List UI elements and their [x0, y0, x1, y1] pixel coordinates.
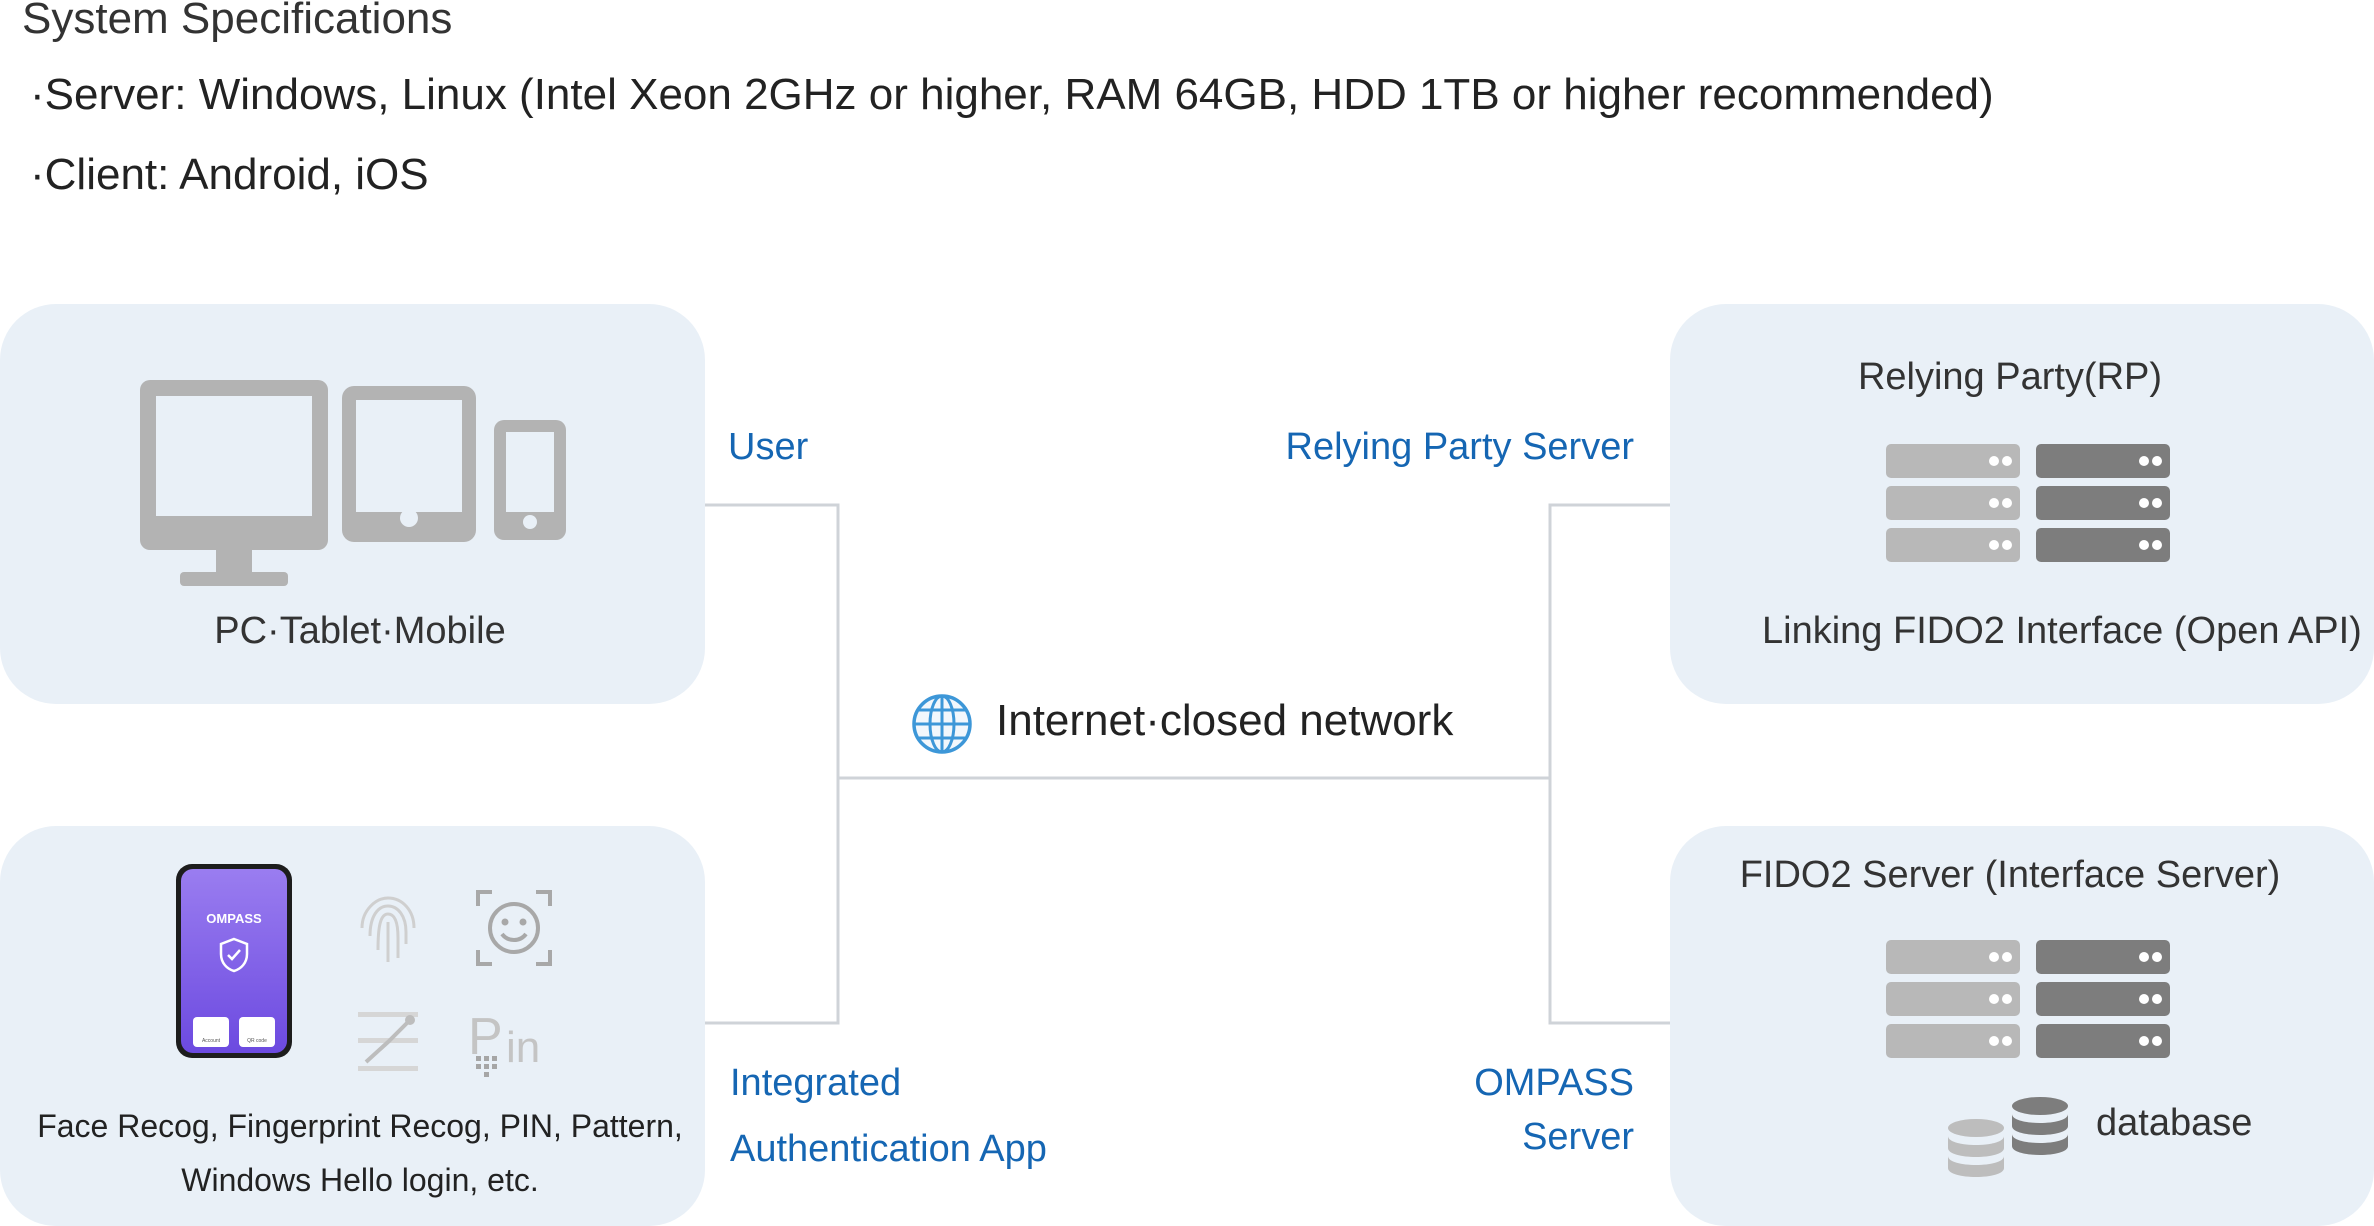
fido2-title: FIDO2 Server (Interface Server): [1739, 854, 2281, 896]
devices-icon: [140, 380, 566, 586]
label-integrated-line2: Authentication App: [730, 1128, 1047, 1170]
fingerprint-icon: [360, 896, 416, 962]
auth-caption-line2: Windows Hello login, etc.: [181, 1162, 539, 1198]
qr-code-tile: QR code: [239, 1017, 275, 1047]
label-ompass-line2: Server: [1522, 1116, 1634, 1158]
label-user: User: [728, 426, 809, 468]
specs-title: System Specifications: [22, 0, 453, 43]
rp-title: Relying Party(RP): [1857, 356, 2163, 398]
database-label: database: [2096, 1102, 2253, 1144]
shield-icon: [219, 937, 249, 973]
svg-text:in: in: [506, 1023, 540, 1072]
phone-screen: OMPASS Account QR code: [181, 869, 287, 1053]
auth-caption-line1: Face Recog, Fingerprint Recog, PIN, Patt…: [37, 1108, 683, 1144]
database-icon: [1948, 1097, 2068, 1177]
pin-icon: P in: [468, 1008, 540, 1077]
rp-server-rack-icon: [1886, 444, 2170, 562]
auth-app-box: OMPASS Account QR code: [0, 826, 705, 1226]
face-recognition-icon: [476, 890, 552, 966]
label-relying-party-server: Relying Party Server: [1285, 426, 1634, 468]
account-tile: Account: [193, 1017, 229, 1047]
pattern-icon: [358, 1012, 418, 1071]
fido2-server-box: FIDO2 Server (Interface Server) database: [1670, 826, 2374, 1226]
user-device-box: PC·Tablet·Mobile: [0, 304, 705, 704]
fido2-server-rack-icon: [1886, 940, 2170, 1058]
devices-caption: PC·Tablet·Mobile: [214, 610, 506, 652]
network-label: Internet·closed network: [996, 696, 1454, 745]
label-integrated-line1: Integrated: [730, 1062, 902, 1104]
spec-server: ·Server: Windows, Linux (Intel Xeon 2GHz…: [30, 70, 1994, 119]
spec-client: ·Client: Android, iOS: [30, 150, 429, 199]
label-ompass-line1: OMPASS: [1474, 1062, 1634, 1104]
globe-icon: [912, 694, 972, 754]
phone-mockup: OMPASS Account QR code: [176, 864, 292, 1058]
rp-caption: Linking FIDO2 Interface (Open API): [1762, 610, 2362, 652]
phone-app-name: OMPASS: [206, 911, 262, 926]
relying-party-box: Relying Party(RP) Linking FIDO2 Interfac…: [1670, 304, 2374, 704]
